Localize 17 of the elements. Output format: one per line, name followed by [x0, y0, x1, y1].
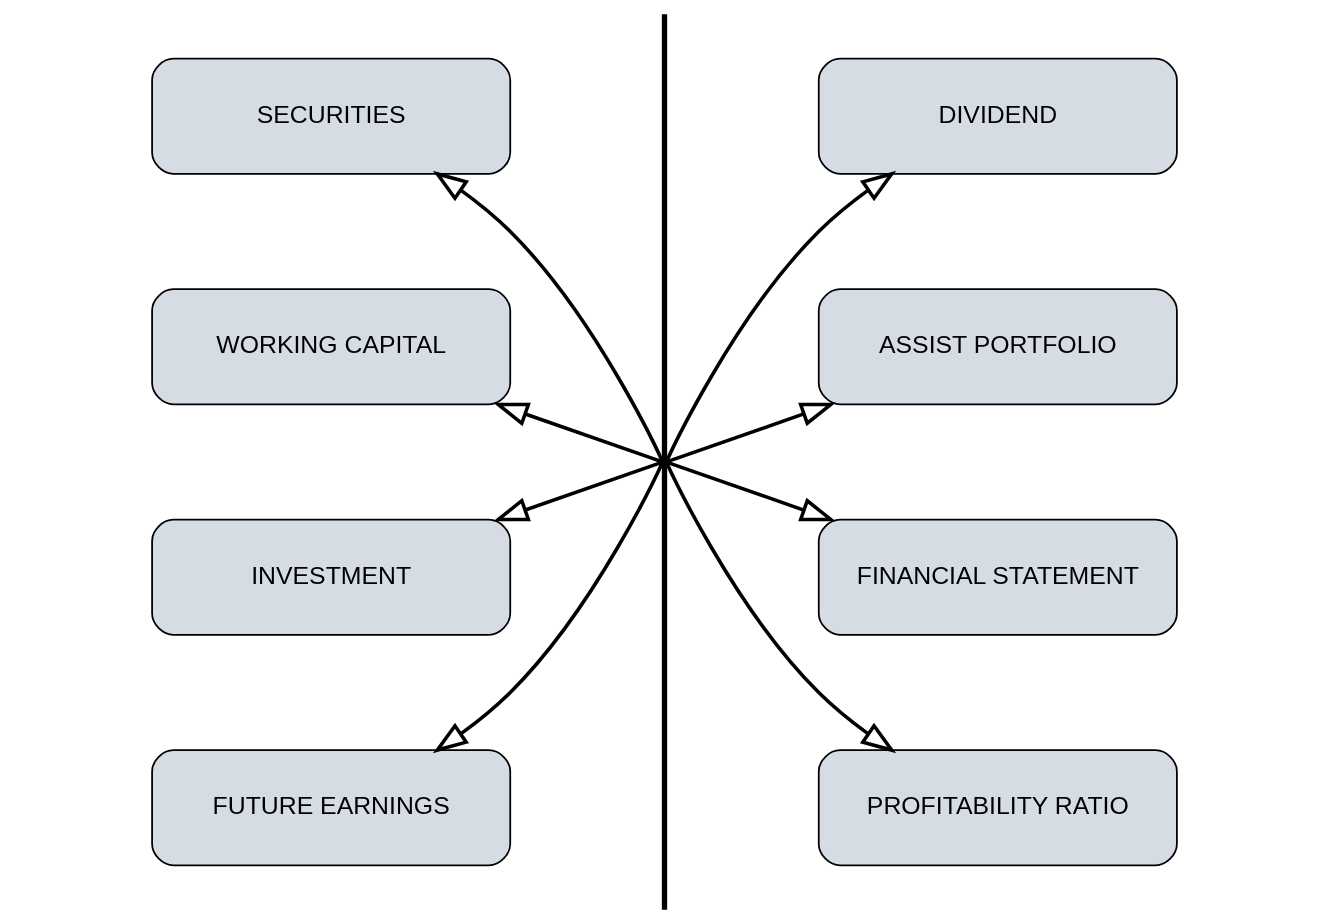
arrow [665, 460, 836, 522]
node-box: WORKING CAPITAL [150, 288, 511, 406]
node-box: INVESTMENT [150, 518, 511, 636]
arrow [492, 460, 663, 522]
arrow [432, 461, 664, 754]
arrow [665, 402, 836, 464]
node-box: FINANCIAL STATEMENT [817, 518, 1178, 636]
node-box: ASSIST PORTFOLIO [817, 288, 1178, 406]
arrow [664, 461, 896, 754]
node-box: DIVIDEND [817, 57, 1178, 175]
node-bar [661, 14, 667, 910]
node-box: PROFITABILITY RATIO [817, 749, 1178, 867]
arrow [432, 170, 664, 463]
arrow [664, 170, 896, 463]
node-box: FUTURE EARNINGS [150, 749, 511, 867]
node-box: SECURITIES [150, 57, 511, 175]
arrow [492, 402, 663, 464]
